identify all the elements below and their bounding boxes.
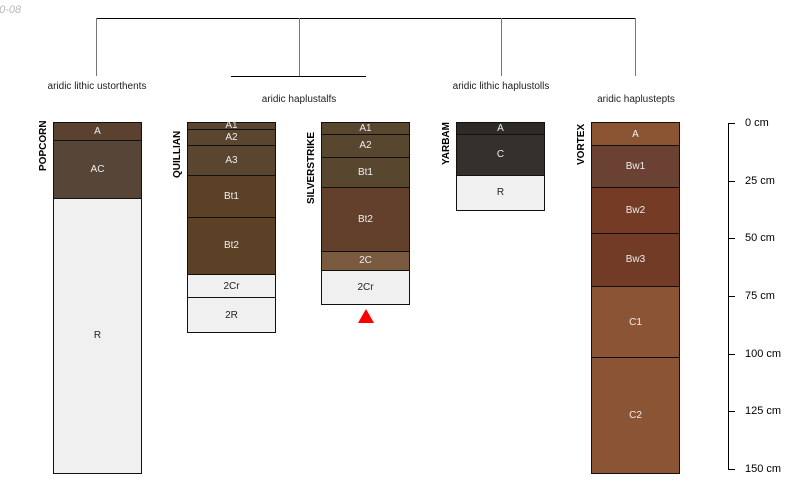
dendrogram-top-line bbox=[96, 18, 636, 19]
horizon: C1 bbox=[591, 285, 680, 359]
axis-tick bbox=[728, 296, 735, 298]
axis-tick bbox=[728, 469, 735, 471]
dendrogram-branch bbox=[96, 18, 97, 76]
horizon: Bt1 bbox=[187, 175, 276, 218]
axis-tick-label: 150 cm bbox=[745, 463, 782, 476]
horizon: A bbox=[53, 122, 142, 142]
horizon: R bbox=[53, 198, 142, 474]
profile-name: YARBAM bbox=[441, 121, 452, 165]
dendrogram-subline bbox=[231, 76, 366, 77]
profile-name: SILVERSTRIKE bbox=[306, 132, 317, 205]
horizon: AC bbox=[53, 140, 142, 200]
horizon: A2 bbox=[321, 133, 410, 158]
axis-tick bbox=[728, 411, 735, 413]
axis-tick-label: 75 cm bbox=[745, 290, 775, 303]
horizon: Bt2 bbox=[321, 186, 410, 253]
horizon: C bbox=[456, 133, 545, 177]
axis-tick-label: 0 cm bbox=[745, 117, 769, 129]
corner-label: 10-08 bbox=[0, 4, 22, 16]
axis-tick bbox=[728, 123, 735, 124]
group-label: aridic haplustepts bbox=[597, 94, 675, 105]
horizon: Bt2 bbox=[187, 216, 276, 276]
axis-tick-label: 125 cm bbox=[745, 405, 782, 418]
dendrogram-branch bbox=[635, 18, 636, 76]
axis-tick-label: 25 cm bbox=[745, 174, 775, 187]
profile-name: QUILLIAN bbox=[172, 130, 183, 178]
horizon: 2Cr bbox=[187, 274, 276, 299]
profile-name: VORTEX bbox=[576, 123, 587, 165]
axis-tick bbox=[728, 180, 735, 182]
horizon: R bbox=[456, 175, 545, 211]
dendrogram-branch bbox=[299, 18, 300, 76]
dendrogram-branch bbox=[501, 18, 502, 76]
horizon: Bw1 bbox=[591, 145, 680, 188]
axis-tick-label: 50 cm bbox=[745, 232, 775, 245]
group-label: aridic haplustalfs bbox=[261, 94, 337, 105]
warning-triangle-icon bbox=[357, 309, 374, 324]
horizon: A bbox=[591, 122, 680, 147]
horizon: A2 bbox=[187, 128, 276, 147]
axis-tick bbox=[728, 353, 735, 355]
group-label: aridic lithic ustorthents bbox=[47, 81, 147, 92]
horizon: Bt1 bbox=[321, 156, 410, 188]
axis-tick-label: 100 cm bbox=[745, 347, 782, 360]
horizon: Bw2 bbox=[591, 186, 680, 234]
axis-tick bbox=[728, 238, 735, 240]
horizon: 2C bbox=[321, 251, 410, 271]
horizon: C2 bbox=[591, 357, 680, 474]
horizon: Bw3 bbox=[591, 232, 680, 287]
profile-name: POPCORN bbox=[38, 120, 49, 172]
group-label: aridic lithic haplustolls bbox=[452, 81, 550, 92]
horizon: A3 bbox=[187, 145, 276, 177]
horizon: 2R bbox=[187, 297, 276, 333]
horizon: 2Cr bbox=[321, 269, 410, 306]
depth-axis-line bbox=[728, 123, 729, 469]
